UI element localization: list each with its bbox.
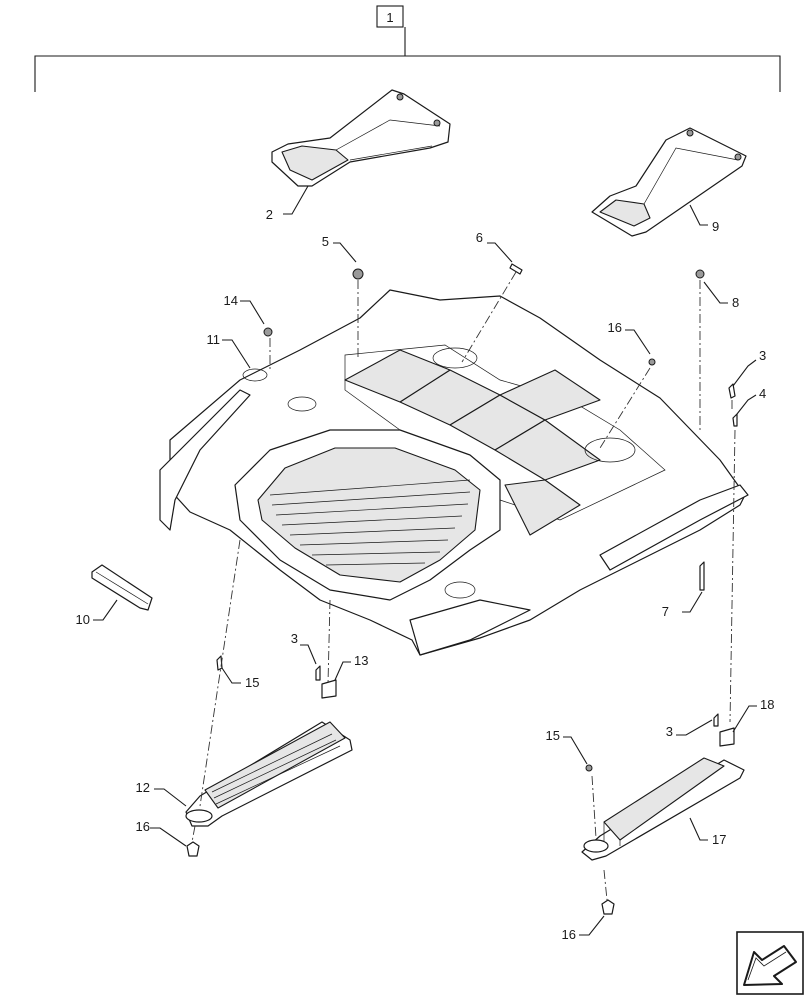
callout-3b: 3 <box>291 631 298 646</box>
duct-grille <box>211 733 341 805</box>
callout-3c: 3 <box>666 724 673 739</box>
callout-7: 7 <box>662 604 669 619</box>
callout-5: 5 <box>322 234 329 249</box>
part-17-duct <box>581 757 745 861</box>
hardware <box>186 263 738 915</box>
callout-9: 9 <box>712 219 719 234</box>
arrow-icon[interactable] <box>736 931 804 995</box>
vent-slats <box>269 479 471 566</box>
part-12-duct <box>185 721 353 827</box>
callout-16a: 16 <box>608 320 622 335</box>
callout-12: 12 <box>136 780 150 795</box>
callout-3a: 3 <box>759 348 766 363</box>
part-10-strip <box>91 564 153 611</box>
leader-lines <box>93 185 757 936</box>
assembly-callout-1: 1 <box>386 10 393 25</box>
centerlines <box>191 271 736 901</box>
part-9-panel <box>591 127 747 237</box>
callout-13: 13 <box>354 653 368 668</box>
callout-18: 18 <box>760 697 774 712</box>
callout-16c: 16 <box>562 927 576 942</box>
callout-8: 8 <box>732 295 739 310</box>
callout-11: 11 <box>207 332 221 347</box>
callout-6: 6 <box>476 230 483 245</box>
callout-10: 10 <box>76 612 90 627</box>
callout-4: 4 <box>759 386 766 401</box>
callout-15a: 15 <box>245 675 259 690</box>
assembly-bracket <box>34 5 781 92</box>
roof-assembly <box>159 289 749 656</box>
callout-2: 2 <box>266 207 273 222</box>
callout-16b: 16 <box>136 819 150 834</box>
part-2-panel <box>271 89 451 187</box>
callout-15b: 15 <box>546 728 560 743</box>
callout-14: 14 <box>224 293 238 308</box>
callout-17: 17 <box>712 832 726 847</box>
